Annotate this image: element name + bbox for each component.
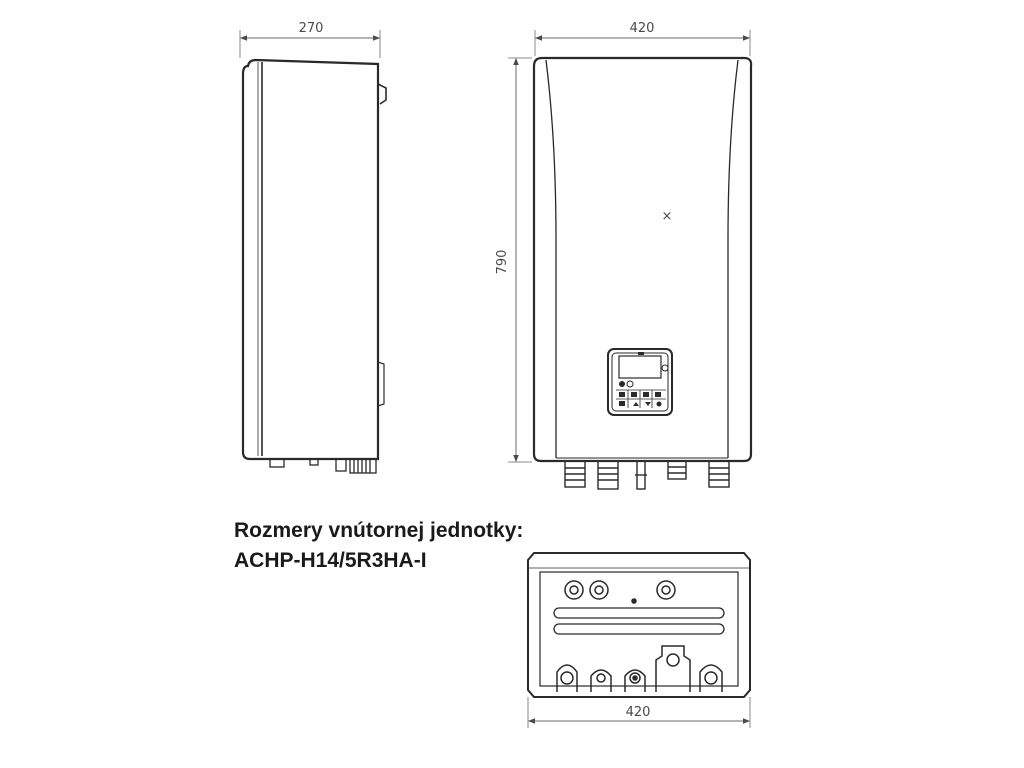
slot-upper [553, 607, 725, 619]
caption-title: Rozmery vnútornej jednotky: [234, 519, 524, 542]
side-bottom-fittings [269, 458, 377, 474]
cross-marker: × [662, 209, 673, 224]
side-width-label: 270 [299, 21, 324, 36]
controller-panel [607, 348, 673, 416]
controller-display [618, 355, 662, 379]
bottom-top-connectors [564, 580, 676, 604]
bottom-width-label: 420 [626, 705, 651, 720]
front-pipe-connections [564, 460, 730, 490]
bottom-outline [527, 552, 751, 698]
side-body-outline [241, 58, 380, 461]
side-view [239, 30, 387, 474]
bottom-view [527, 552, 751, 728]
front-width-label: 420 [630, 21, 655, 36]
front-cabinet-outline [532, 56, 753, 463]
unit-caption: Rozmery vnútornej jednotky: ACHP-H14/5R3… [234, 516, 523, 576]
caption-model: ACHP-H14/5R3HA-I [234, 549, 427, 572]
bottom-lower-connectors [556, 645, 723, 692]
wall-bracket [377, 83, 387, 105]
front-panel-curve [545, 59, 739, 458]
controller-buttons [619, 392, 662, 407]
front-view [508, 30, 753, 490]
slot-lower [553, 623, 725, 635]
front-height-label: 790 [495, 250, 510, 275]
